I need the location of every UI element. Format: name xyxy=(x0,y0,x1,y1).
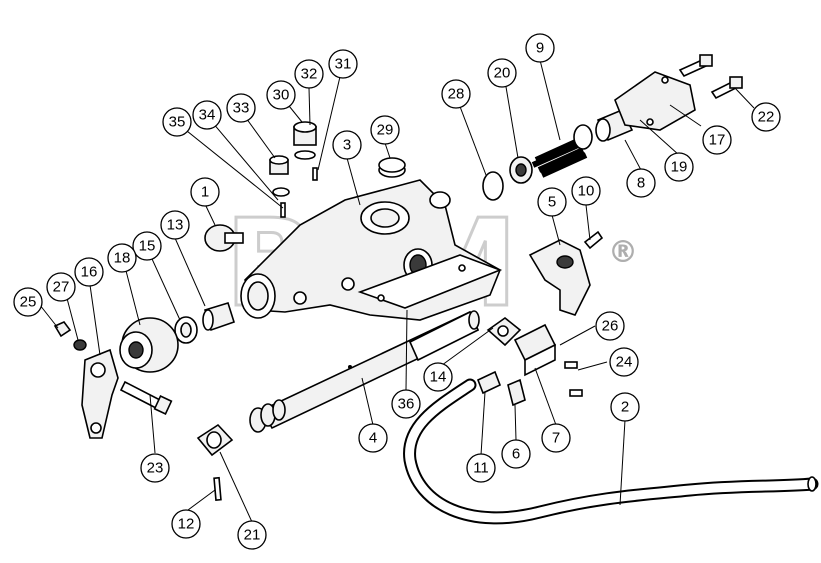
callout-34: 34 xyxy=(192,100,222,130)
svg-text:5: 5 xyxy=(548,194,556,211)
svg-text:15: 15 xyxy=(139,238,156,255)
svg-text:19: 19 xyxy=(671,159,688,176)
svg-text:13: 13 xyxy=(167,217,184,234)
callout-23: 23 xyxy=(140,453,170,483)
svg-text:30: 30 xyxy=(273,87,290,104)
callout-1: 1 xyxy=(190,177,220,207)
svg-text:16: 16 xyxy=(81,264,98,281)
svg-text:28: 28 xyxy=(448,86,465,103)
watermark-registered-mark: ® xyxy=(608,235,638,270)
svg-text:25: 25 xyxy=(20,294,37,311)
callout-22: 22 xyxy=(751,102,781,132)
svg-text:9: 9 xyxy=(536,40,544,57)
shaft xyxy=(249,310,480,433)
svg-text:33: 33 xyxy=(233,100,250,117)
svg-text:8: 8 xyxy=(637,175,645,192)
callout-11: 11 xyxy=(466,453,496,483)
svg-text:6: 6 xyxy=(512,446,520,463)
housing xyxy=(240,179,503,321)
svg-text:24: 24 xyxy=(616,354,633,371)
callout-2: 2 xyxy=(610,392,640,422)
callout-19: 19 xyxy=(664,152,694,182)
callout-30: 30 xyxy=(266,80,296,110)
callout-8: 8 xyxy=(626,168,656,198)
callout-18: 18 xyxy=(107,243,137,273)
callout-36: 36 xyxy=(391,389,421,419)
callout-28: 28 xyxy=(441,79,471,109)
callout-6: 6 xyxy=(501,439,531,469)
svg-text:32: 32 xyxy=(301,66,318,83)
svg-text:21: 21 xyxy=(244,527,261,544)
svg-text:10: 10 xyxy=(578,183,595,200)
left-parts xyxy=(53,224,244,439)
svg-text:12: 12 xyxy=(178,516,195,533)
svg-text:29: 29 xyxy=(377,122,394,139)
top-small-parts xyxy=(269,121,406,218)
svg-text:18: 18 xyxy=(114,250,131,267)
callout-10: 10 xyxy=(571,176,601,206)
callout-3: 3 xyxy=(332,130,362,160)
callout-7: 7 xyxy=(541,423,571,453)
callout-9: 9 xyxy=(525,33,555,63)
svg-text:17: 17 xyxy=(709,132,726,149)
callout-17: 17 xyxy=(702,125,732,155)
svg-text:23: 23 xyxy=(147,460,164,477)
callout-33: 33 xyxy=(226,93,256,123)
callout-29: 29 xyxy=(370,115,400,145)
callout-20: 20 xyxy=(487,58,517,88)
svg-text:11: 11 xyxy=(473,460,489,477)
svg-text:2: 2 xyxy=(621,399,629,416)
svg-text:22: 22 xyxy=(758,109,775,126)
callout-4: 4 xyxy=(358,423,388,453)
callout-31: 31 xyxy=(328,49,358,79)
svg-text:7: 7 xyxy=(552,430,560,447)
hose xyxy=(403,378,819,525)
svg-text:4: 4 xyxy=(369,430,377,447)
svg-text:3: 3 xyxy=(343,137,351,154)
svg-text:26: 26 xyxy=(602,318,619,335)
callout-32: 32 xyxy=(294,59,324,89)
svg-text:35: 35 xyxy=(169,114,186,131)
svg-text:34: 34 xyxy=(199,107,216,124)
callout-27: 27 xyxy=(46,272,76,302)
callout-14: 14 xyxy=(423,362,453,392)
callout-26: 26 xyxy=(595,311,625,341)
svg-text:20: 20 xyxy=(494,65,511,82)
svg-text:31: 31 xyxy=(335,56,352,73)
svg-text:27: 27 xyxy=(53,279,70,296)
bottom-left-parts xyxy=(196,423,234,501)
callout-21: 21 xyxy=(237,520,267,550)
right-parts xyxy=(476,54,743,407)
leader-lines xyxy=(35,59,755,523)
callout-5: 5 xyxy=(537,187,567,217)
svg-text:14: 14 xyxy=(430,369,447,386)
svg-text:1: 1 xyxy=(201,184,209,201)
callout-24: 24 xyxy=(609,347,639,377)
callout-16: 16 xyxy=(74,257,104,287)
callout-12: 12 xyxy=(171,509,201,539)
callout-35: 35 xyxy=(162,107,192,137)
callout-13: 13 xyxy=(160,210,190,240)
svg-text:36: 36 xyxy=(398,396,415,413)
callout-25: 25 xyxy=(13,287,43,317)
callout-15: 15 xyxy=(132,231,162,261)
